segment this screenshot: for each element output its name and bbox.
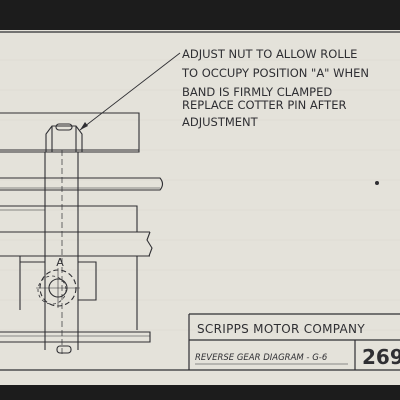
note-line-2: TO OCCUPY POSITION "A" WHEN xyxy=(181,66,369,80)
band-upper xyxy=(0,177,164,191)
main-block xyxy=(0,205,138,232)
band-lower xyxy=(0,331,151,343)
title-block xyxy=(188,313,400,370)
roller-position-dashed xyxy=(37,275,67,305)
drawing-number: 269 xyxy=(362,345,400,369)
reference-dot xyxy=(375,181,379,185)
note-line-1: ADJUST NUT TO ALLOW ROLLE xyxy=(182,47,357,61)
broken-edge xyxy=(146,231,153,257)
note-leader-line xyxy=(79,52,181,131)
lever-arm xyxy=(20,261,97,301)
paper-texture xyxy=(0,59,400,331)
upper-housing xyxy=(0,112,140,153)
adjustment-note: ADJUST NUT TO ALLOW ROLLE TO OCCUPY POSI… xyxy=(181,47,369,129)
paper-background xyxy=(0,30,400,385)
adjusting-nut xyxy=(45,125,83,152)
note-line-4: REPLACE COTTER PIN AFTER xyxy=(182,98,346,112)
cotter-pin xyxy=(55,123,73,131)
gear-mechanism-drawing xyxy=(0,112,164,355)
note-line-3: BAND IS FIRMLY CLAMPED xyxy=(182,85,332,99)
bottom-clip xyxy=(56,345,72,354)
drawing-title: REVERSE GEAR DIAGRAM - G-6 xyxy=(195,353,328,363)
position-label: A xyxy=(56,256,64,269)
leader-arrowhead xyxy=(80,122,88,130)
company-name: SCRIPPS MOTOR COMPANY xyxy=(197,322,365,336)
note-line-5: ADJUSTMENT xyxy=(182,115,259,129)
